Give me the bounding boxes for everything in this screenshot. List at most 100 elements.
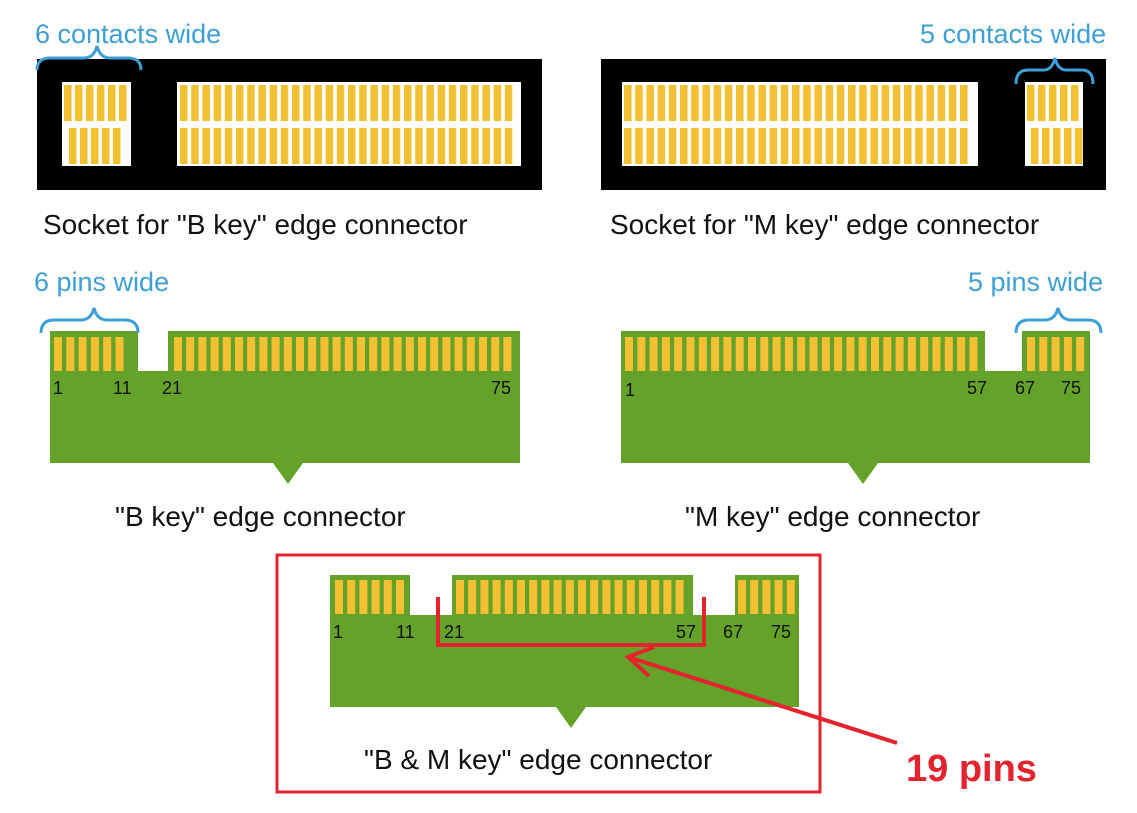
socket-contact <box>75 85 83 121</box>
socket-contact <box>426 85 434 121</box>
edge-pin <box>809 337 818 371</box>
socket-contact <box>792 85 800 121</box>
callout-label: 19 pins <box>906 748 1037 790</box>
socket-m-caption: Socket for "M key" edge connector <box>610 209 1039 240</box>
socket-contact <box>471 128 479 164</box>
socket-contact <box>915 128 923 164</box>
edge-b-brace-label: 6 pins wide <box>34 267 169 297</box>
edge-pin <box>748 337 756 371</box>
edge-pin <box>784 337 793 371</box>
edge-pin <box>491 337 500 371</box>
edge-m: 5 pins wide 1 57 67 75 "M key" edge conn… <box>621 267 1103 532</box>
edge-pin <box>222 337 231 371</box>
edge-pin <box>895 337 904 371</box>
socket-contact <box>392 85 401 121</box>
edge-pin <box>371 580 380 614</box>
socket-contact <box>668 128 677 164</box>
edge-pin <box>78 337 87 371</box>
socket-contact <box>1042 128 1050 164</box>
socket-contact <box>769 128 778 164</box>
callout: 19 pins <box>624 645 1037 790</box>
socket-contact <box>493 128 502 164</box>
edge-pin <box>1076 337 1085 371</box>
socket-contact <box>825 85 834 121</box>
socket-contact <box>404 85 412 121</box>
edge-pin <box>271 337 280 371</box>
edge-pin <box>774 580 783 614</box>
edge-pin <box>492 580 501 614</box>
socket-contact <box>680 85 688 121</box>
socket-contact <box>803 85 811 121</box>
edge-b-board <box>50 331 520 484</box>
edge-pin <box>625 337 633 371</box>
socket-contact <box>236 128 244 164</box>
edge-pin <box>637 337 646 371</box>
socket-contact <box>926 128 934 164</box>
edge-pin <box>259 337 268 371</box>
socket-contact <box>325 85 334 121</box>
edge-b-pin-label: 1 <box>53 378 63 398</box>
socket-contact <box>758 128 766 164</box>
edge-pin <box>308 337 317 371</box>
socket-contact <box>247 128 255 164</box>
edge-pin <box>1051 337 1060 371</box>
edge-pin <box>396 580 404 614</box>
edge-pin <box>578 580 586 614</box>
socket-contact <box>471 85 479 121</box>
edge-bm-pin-label: 57 <box>676 622 696 642</box>
socket-contact <box>348 128 356 164</box>
socket-contact <box>758 85 766 121</box>
edge-pin <box>661 337 670 371</box>
edge-pin <box>760 337 769 371</box>
edge-pin <box>456 580 464 614</box>
socket-contact <box>724 128 733 164</box>
socket-contact <box>769 85 778 121</box>
socket-contact <box>859 85 867 121</box>
socket-contact <box>1027 85 1035 121</box>
socket-contact <box>80 128 88 164</box>
edge-pin <box>503 337 512 371</box>
socket-contact <box>437 128 446 164</box>
edge-pin <box>772 337 781 371</box>
edge-pin <box>565 580 574 614</box>
socket-contact <box>960 85 968 121</box>
socket-contact <box>792 128 800 164</box>
edge-pin <box>1027 337 1035 371</box>
edge-pin <box>675 580 684 614</box>
socket-contact <box>848 85 856 121</box>
socket-contact <box>493 85 502 121</box>
socket-contact <box>504 128 513 164</box>
socket-b: 6 contacts wide Socket for "B key" edge … <box>35 19 542 240</box>
socket-contact <box>892 128 901 164</box>
edge-m-pin-label: 1 <box>625 380 635 400</box>
edge-pin <box>418 337 426 371</box>
socket-contact <box>460 85 468 121</box>
socket-contact <box>1064 128 1072 164</box>
edge-b-pin-label: 11 <box>113 378 132 398</box>
socket-contact <box>724 85 733 121</box>
edge-bm-pin-label: 1 <box>333 622 343 642</box>
socket-contact <box>224 85 233 121</box>
socket-contact <box>97 85 105 121</box>
socket-contact <box>1053 128 1061 164</box>
edge-pin <box>858 337 867 371</box>
socket-contact <box>314 128 322 164</box>
edge-pin <box>235 337 243 371</box>
socket-contact <box>86 85 94 121</box>
edge-b-caption: "B key" edge connector <box>115 501 406 532</box>
edge-bm-pin-label: 75 <box>771 622 791 642</box>
socket-contact <box>960 128 968 164</box>
socket-b-caption: Socket for "B key" edge connector <box>43 209 468 240</box>
socket-m-brace <box>1014 57 1095 85</box>
socket-contact <box>102 128 110 164</box>
socket-contact <box>336 128 345 164</box>
socket-contact <box>657 85 666 121</box>
socket-contact <box>448 128 457 164</box>
edge-pin <box>723 337 732 371</box>
socket-contact <box>359 128 367 164</box>
socket-contact <box>191 128 199 164</box>
socket-b-brace-label: 6 contacts wide <box>35 19 221 49</box>
socket-contact <box>1049 85 1057 121</box>
socket-contact <box>303 85 311 121</box>
edge-pin <box>651 580 660 614</box>
